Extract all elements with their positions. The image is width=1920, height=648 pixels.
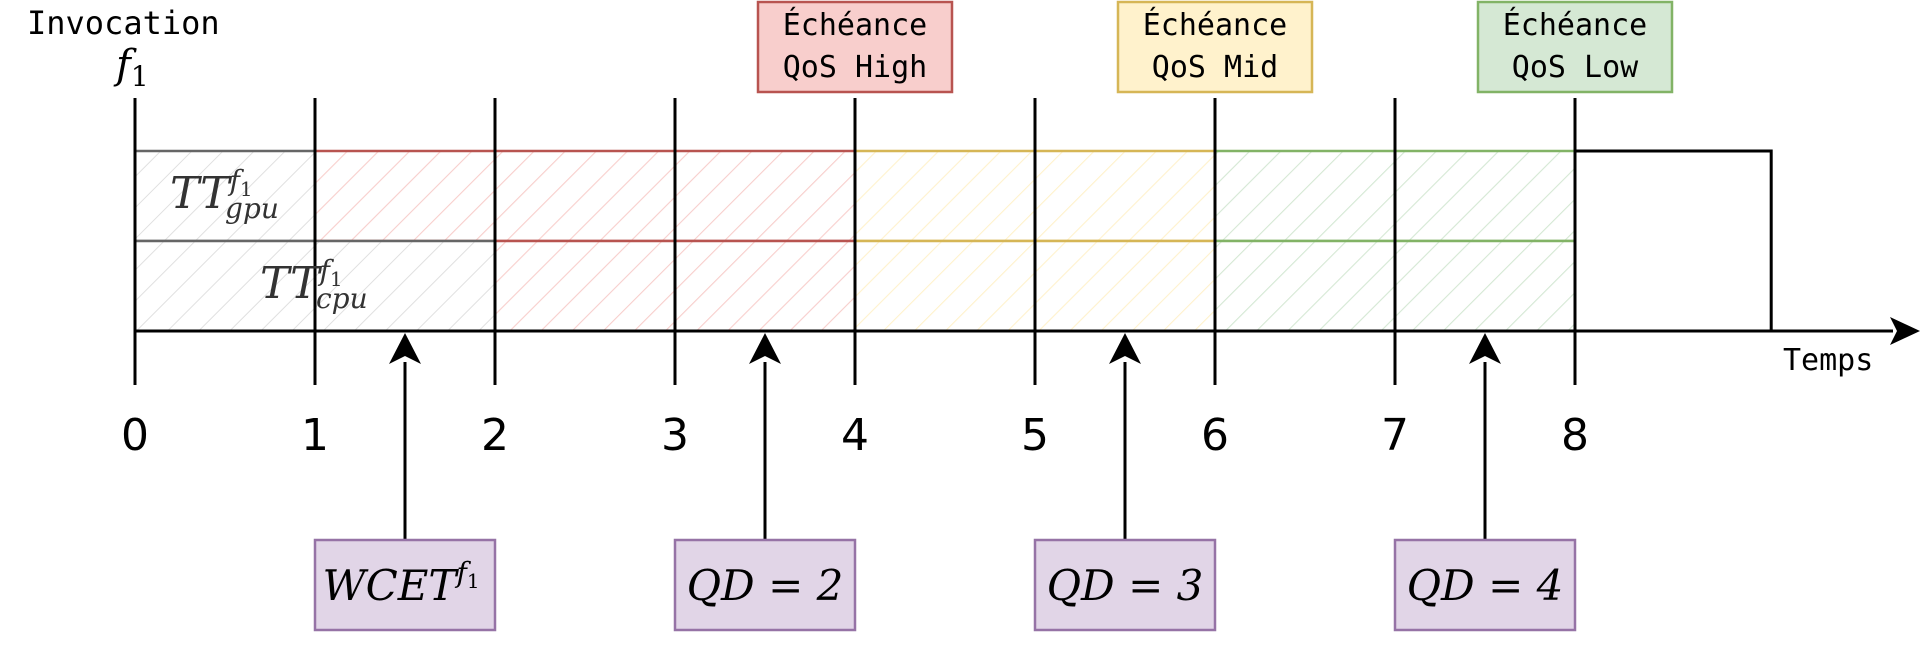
time-ticks <box>133 98 1577 385</box>
marker-1: QD = 2 <box>673 333 857 632</box>
tick-label-2: 2 <box>481 410 509 461</box>
marker-arrowhead-1 <box>749 333 781 364</box>
tick-label-6: 6 <box>1201 410 1229 461</box>
marker-arrowhead-3 <box>1469 333 1501 364</box>
deadline-level-2: QoS Low <box>1512 50 1639 85</box>
tick-label-3: 3 <box>661 410 689 461</box>
deadline-level-1: QoS Mid <box>1152 50 1278 85</box>
time-axis-arrowhead <box>1890 317 1920 345</box>
time-axis: Temps <box>135 149 1920 378</box>
tick-label-0: 0 <box>121 410 149 461</box>
bottom-markers: WCETf1 QD = 2 QD = 3 QD = 4 <box>313 333 1577 632</box>
invocation-func-index: 1 <box>131 60 149 93</box>
time-axis-line <box>135 149 1893 333</box>
marker-box-3 <box>1393 538 1577 632</box>
deadline-title-2: Échéance <box>1503 7 1648 43</box>
qos-zones <box>313 149 1577 333</box>
tick-label-1: 1 <box>301 410 329 461</box>
marker-box-1 <box>673 538 857 632</box>
marker-label-3: QD = 4 <box>1407 561 1564 610</box>
marker-label-2: QD = 3 <box>1047 561 1204 610</box>
tick-label-7: 7 <box>1381 410 1409 461</box>
marker-box-2 <box>1033 538 1217 632</box>
time-tick-labels: 0 1 2 3 4 5 6 7 8 <box>121 410 1589 461</box>
time-axis-label: Temps <box>1783 343 1873 378</box>
tick-label-5: 5 <box>1021 410 1049 461</box>
marker-arrowhead-0 <box>389 333 421 364</box>
deadline-level-0: QoS High <box>783 50 928 85</box>
marker-label-1: QD = 2 <box>687 561 844 610</box>
tick-label-4: 4 <box>841 410 869 461</box>
deadline-title-1: Échéance <box>1143 7 1288 43</box>
marker-2: QD = 3 <box>1033 333 1217 632</box>
marker-arrowhead-2 <box>1109 333 1141 364</box>
marker-label-0: WCETf1 <box>322 556 479 610</box>
deadline-title-0: Échéance <box>783 7 928 43</box>
marker-3: QD = 4 <box>1393 333 1577 632</box>
zone-high-gpu <box>313 149 857 243</box>
tick-label-8: 8 <box>1561 410 1589 461</box>
invocation-function: f1 <box>113 42 149 93</box>
invocation-label: Invocation f1 <box>27 4 220 93</box>
marker-box-0 <box>313 538 497 632</box>
marker-0: WCETf1 <box>313 333 497 632</box>
invocation-text: Invocation <box>27 4 220 42</box>
